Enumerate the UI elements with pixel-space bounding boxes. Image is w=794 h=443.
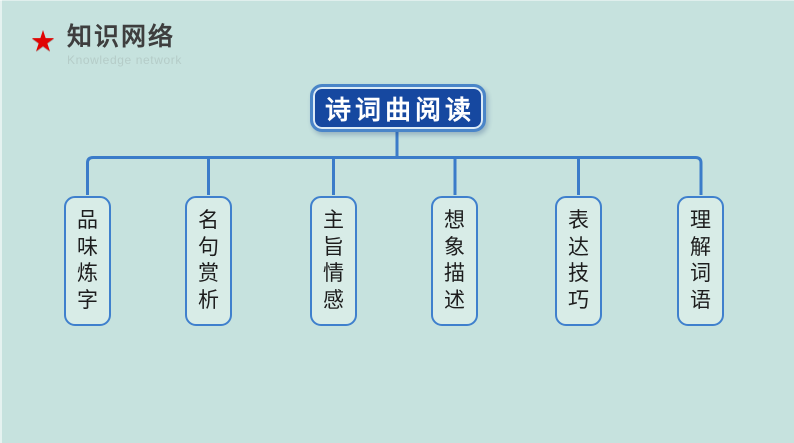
branch-node-label: 主旨情感 (323, 209, 344, 312)
branch-node-mingju-shangxi: 名句赏析 (185, 196, 232, 326)
header: ★ 知识网络 Knowledge network (30, 22, 182, 67)
star-icon: ★ (30, 26, 56, 58)
branch-node-label: 名句赏析 (198, 209, 219, 312)
branch-node-lijie-ciyu: 理解词语 (677, 196, 724, 326)
root-node: 诗词曲阅读 (310, 84, 486, 132)
branch-node-label: 表达技巧 (568, 209, 589, 312)
branch-node-pinwei-lianzi: 品味炼字 (64, 196, 111, 326)
branch-node-label: 品味炼字 (77, 209, 98, 312)
branch-node-biaoda-jiqiao: 表达技巧 (555, 196, 602, 326)
section-title: 知识网络 (67, 23, 176, 51)
section-subtitle: Knowledge network (67, 53, 182, 67)
header-text: 知识网络 Knowledge network (67, 22, 182, 67)
branch-node-xiangxiang-miaoshu: 想象描述 (431, 196, 478, 326)
branch-node-label: 想象描述 (444, 209, 465, 312)
slide-top-edge (0, 0, 794, 1)
root-node-label: 诗词曲阅读 (324, 94, 475, 125)
slide-left-edge (0, 0, 2, 443)
branch-node-label: 理解词语 (690, 209, 711, 312)
branch-node-zhuzhi-qinggan: 主旨情感 (310, 196, 357, 326)
